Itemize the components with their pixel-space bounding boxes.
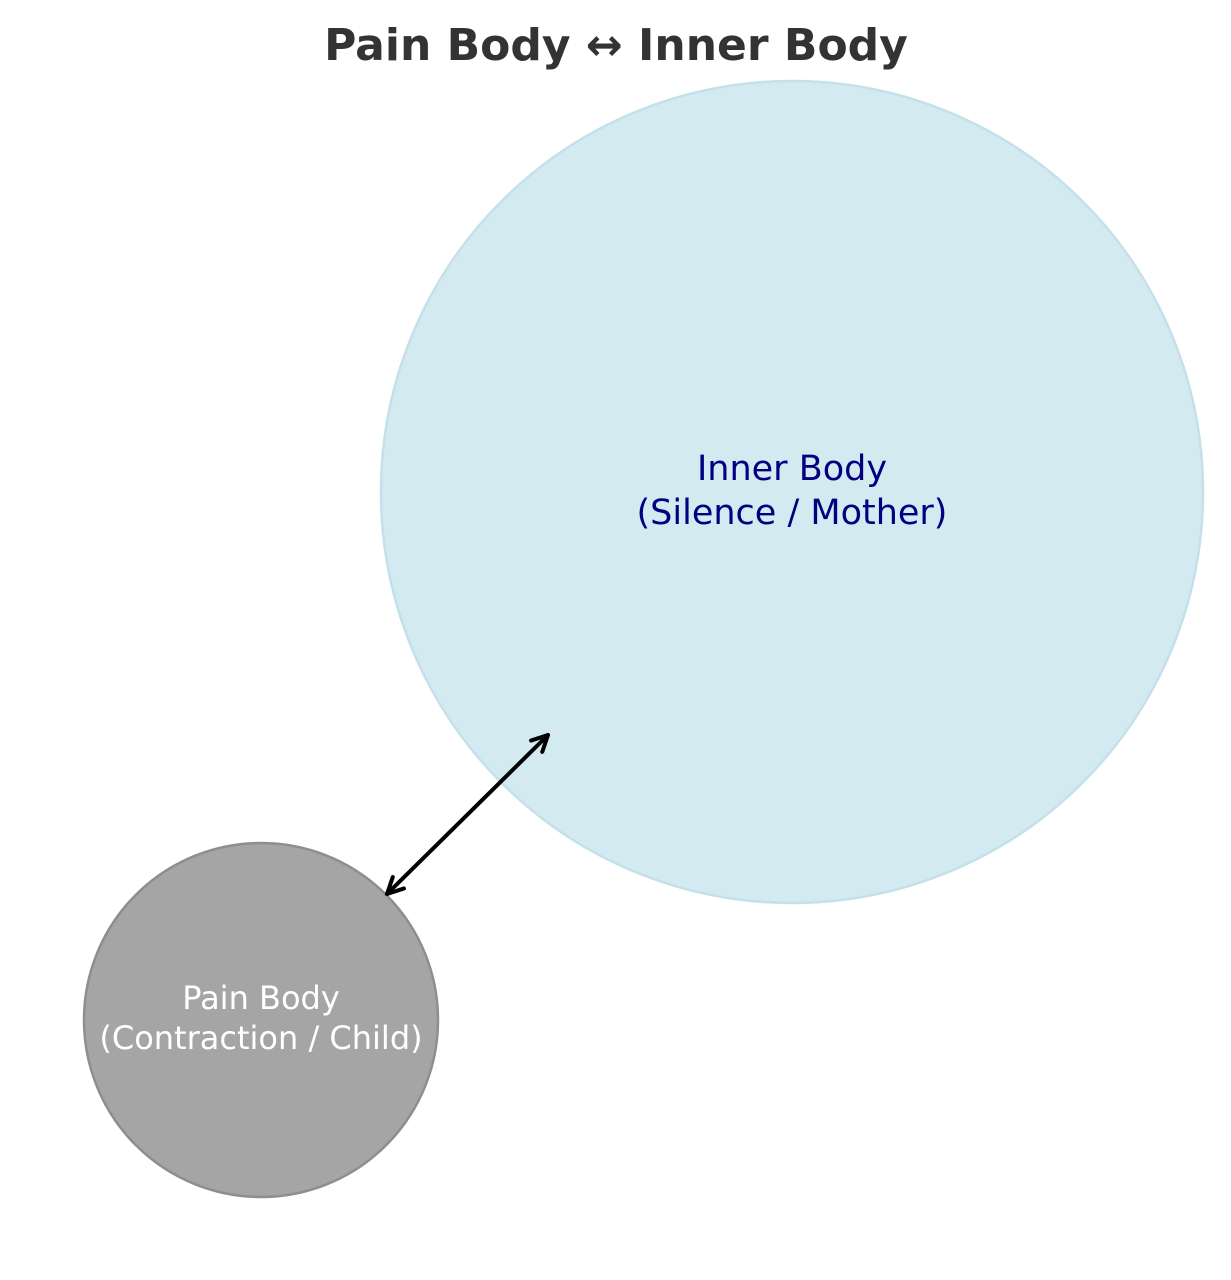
pain-body-label-line2: (Contraction / Child) bbox=[99, 1019, 422, 1057]
pain-body-label-line1: Pain Body bbox=[182, 979, 340, 1017]
inner-body-label-line1: Inner Body bbox=[697, 449, 887, 489]
pain-body-circle bbox=[82, 841, 440, 1199]
diagram-title: Pain Body ↔ Inner Body bbox=[324, 20, 908, 71]
bidirectional-arrow bbox=[385, 733, 550, 896]
inner-body-circle bbox=[379, 79, 1205, 905]
pain-body-node: Pain Body (Contraction / Child) bbox=[82, 841, 440, 1199]
inner-body-label-line2: (Silence / Mother) bbox=[637, 493, 948, 533]
inner-body-node: Inner Body (Silence / Mother) bbox=[379, 79, 1205, 905]
